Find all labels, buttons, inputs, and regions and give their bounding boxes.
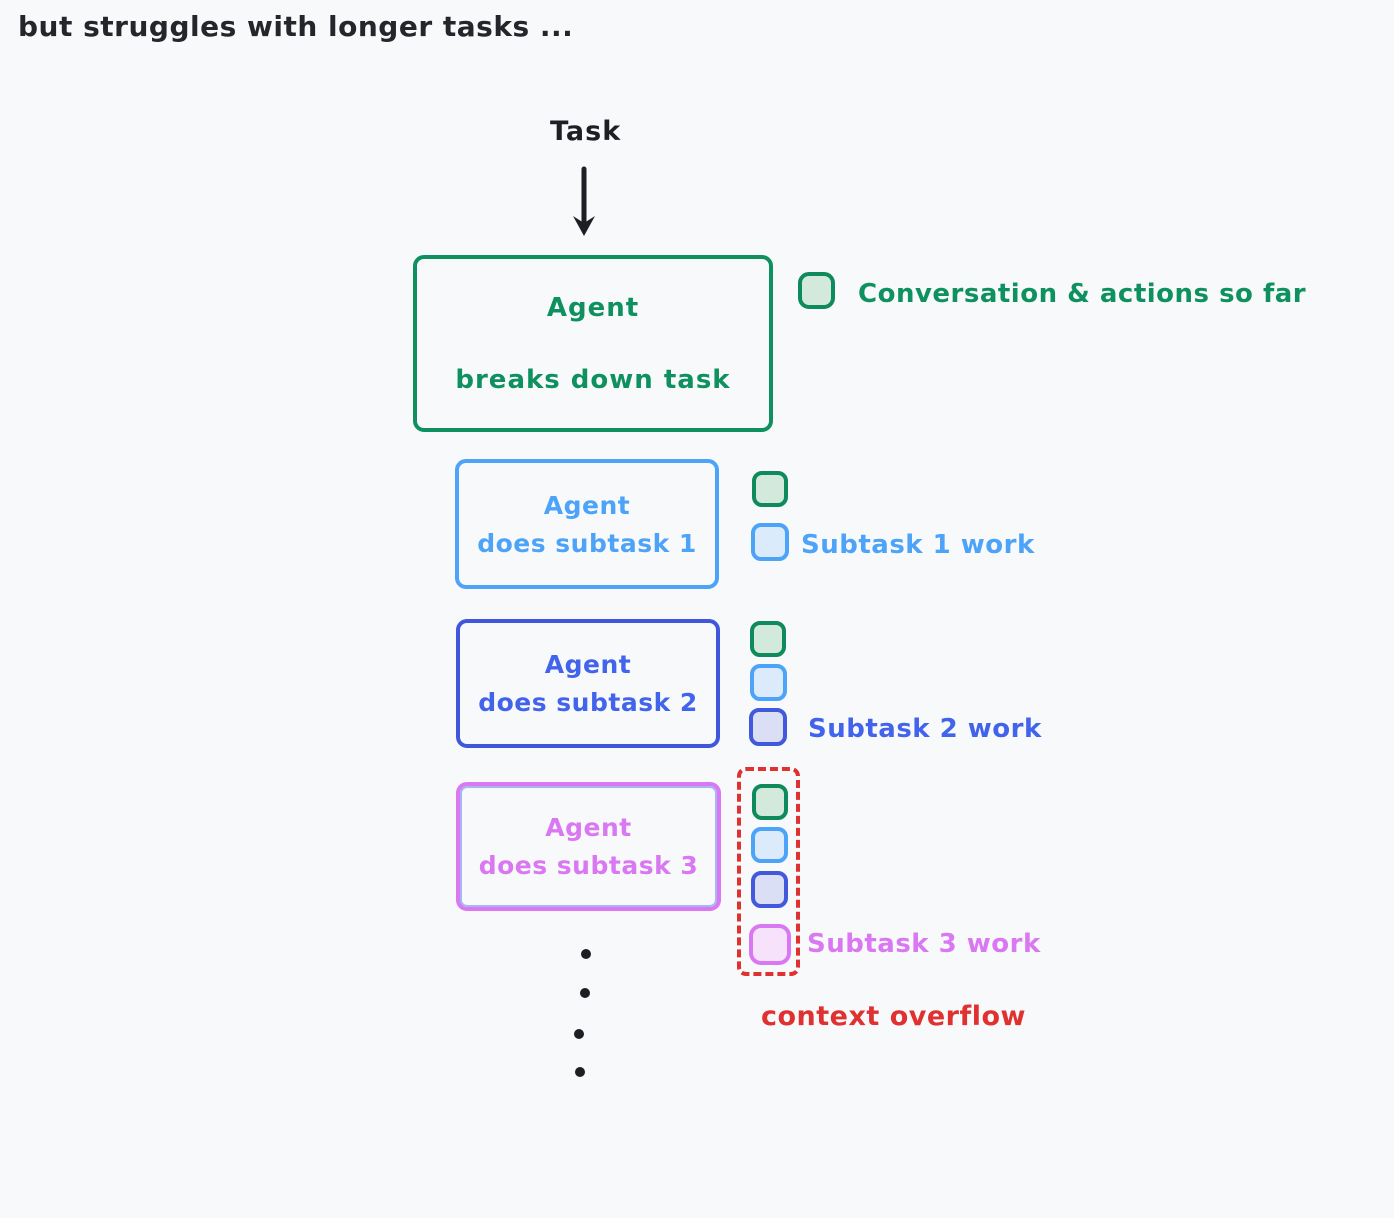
diagram-title: but struggles with longer tasks ... — [18, 10, 574, 43]
subtask-1-work-label: Subtask 1 work — [801, 530, 1035, 560]
subtask-3-work-label: Subtask 3 work — [807, 929, 1041, 959]
agent-breaks-down-task-box: Agent breaks down task — [413, 255, 773, 432]
conversation-chip-icon — [752, 471, 788, 507]
subtask-1-line2: does subtask 1 — [477, 528, 697, 558]
agent-box-line2: breaks down task — [455, 364, 731, 395]
context-overflow-label: context overflow — [761, 1001, 1026, 1032]
subtask-3-line1: Agent — [545, 813, 632, 842]
task-label: Task — [550, 116, 622, 147]
subtask-1-work-chip-icon — [751, 523, 789, 561]
subtask-3-work-chip-icon — [749, 924, 791, 965]
task-arrow-icon — [573, 166, 595, 236]
conversation-chip-icon — [752, 784, 788, 820]
subtask-1-work-chip-icon — [750, 664, 787, 701]
ellipsis-dot — [580, 988, 590, 998]
agent-subtask-1-box: Agent does subtask 1 — [455, 459, 719, 589]
agent-subtask-2-box: Agent does subtask 2 — [456, 619, 720, 748]
subtask-1-work-chip-icon — [751, 827, 788, 863]
ellipsis-dot — [581, 949, 591, 959]
ellipsis-dot — [575, 1067, 585, 1077]
subtask-2-work-chip-icon — [749, 708, 787, 746]
subtask-2-work-chip-icon — [751, 871, 788, 908]
subtask-2-line2: does subtask 2 — [478, 688, 698, 717]
conversation-legend-label: Conversation & actions so far — [858, 279, 1307, 309]
conversation-chip-icon — [798, 272, 835, 309]
agent-box-line1: Agent — [546, 292, 640, 323]
subtask-1-line1: Agent — [543, 490, 631, 520]
subtask-2-line1: Agent — [544, 650, 632, 679]
context-overflow-outline — [737, 767, 800, 976]
ellipsis-dot — [574, 1029, 584, 1039]
subtask-2-work-label: Subtask 2 work — [808, 714, 1042, 744]
subtask-3-line2: does subtask 3 — [478, 851, 699, 880]
agent-subtask-3-box: Agent does subtask 3 — [456, 782, 721, 911]
conversation-chip-icon — [750, 621, 786, 657]
